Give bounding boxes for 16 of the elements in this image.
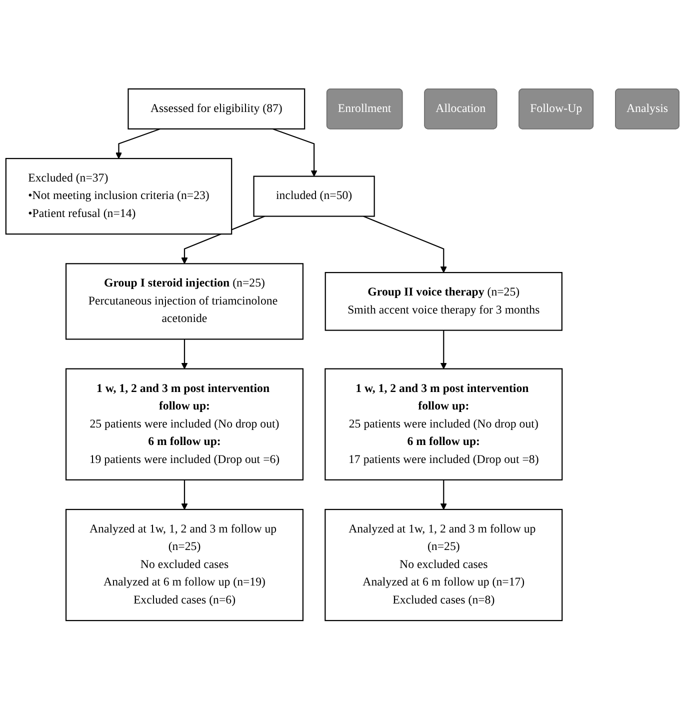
arrow [440,480,447,510]
node-box: 1 w, 1, 2 and 3 m post intervention follow up: 25 patients were included (No drop out) 6 m follow up: 17 patients were included (Drop out =8) [324,368,563,481]
arrow [181,216,265,264]
arrow [440,330,447,370]
node-box: 1 w, 1, 2 and 3 m post intervention follow up: 25 patients were included (No drop out) 6 m follow up: 19 patients were included (Drop out =6) [65,368,304,481]
node-box: Group I steroid injection (n=25) Percutaneous injection of triamcinolone acetonide [65,263,304,340]
node-box: Analyzed at 1w, 1, 2 and 3 m follow up (n=25) No excluded cases Analyzed at 6 m follow up (n=19) Excluded cases (n=6) [65,509,304,622]
node-box: Group II voice therapy (n=25) Smith accent voice therapy for 3 months [324,272,562,332]
arrow [116,128,160,160]
arrow [181,339,188,370]
node-box: included (n=50) [253,176,375,218]
node-box: Assessed for eligibility (87) [128,88,306,130]
arrow [181,480,188,510]
node-box: Excluded (n=37) •Not meeting inclusion criteria (n=23) •Patient refusal (n=14) [5,158,232,235]
arrow [363,216,447,274]
node-box: Analyzed at 1w, 1, 2 and 3 m follow up (n=25) No excluded cases Analyzed at 6 m follow up (n=17) Excluded cases (n=8) [324,509,563,622]
